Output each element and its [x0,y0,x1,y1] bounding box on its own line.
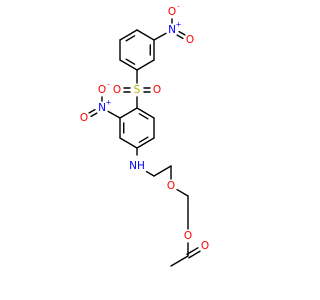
bond-aromatic-7 [125,35,136,42]
atom-label: O [168,6,176,18]
atom-o7: O [165,180,177,192]
atom-n2: N+ [96,99,112,114]
atom-charge: - [107,81,110,89]
atom-o3: O [111,84,123,96]
bond-double-37-b [186,247,199,255]
bond-double-28-b [90,112,98,118]
atom-o8: O [182,230,194,242]
bond-double-37 [188,250,201,259]
bond-aromatic-9 [125,58,136,65]
atom-label: O [153,84,161,96]
atom-label: O [186,34,194,46]
bond-single-10 [136,107,155,119]
bond-single-38 [170,255,189,267]
bond-single-31 [153,165,172,177]
bond-single-4 [136,59,155,71]
atom-s1: S [131,84,143,96]
atom-label: N [98,102,106,114]
atom-o4: O [151,84,163,96]
atom-label: O [98,84,106,96]
atom-charge: + [106,99,112,107]
bond-single-15 [119,107,138,119]
atom-o9: O [199,240,211,252]
atom-backdrop [131,84,143,96]
atom-backdrop [78,112,90,124]
atom-label: NH [129,160,145,172]
bond-single-19 [153,32,167,41]
atom-o5: O- [96,81,110,96]
bond-single-2 [136,29,155,41]
atom-backdrop [166,24,178,36]
atom-label: O [113,84,121,96]
atom-backdrop [151,84,163,96]
atom-backdrop [96,84,108,96]
atom-label: O [184,230,192,242]
atom-backdrop [165,180,177,192]
bond-single-5 [119,59,138,71]
bond-layer [88,18,201,267]
bond-aromatic-17 [138,136,149,143]
atom-nh: NH [129,158,145,174]
atom-backdrop [111,84,123,96]
bond-double-21-b [178,30,186,36]
atom-backdrop [199,240,211,252]
atom-label: O [80,112,88,124]
bond-aromatic-16 [138,113,149,120]
atom-backdrop [166,6,178,18]
atom-o1: O- [166,3,180,18]
atom-n1: N+ [166,21,182,36]
bond-double-21 [176,34,184,40]
atom-charge: + [176,21,182,29]
atom-label: O [167,180,175,192]
bond-single-33 [176,188,189,197]
bond-single-30 [145,170,155,177]
bond-single-26 [107,110,121,119]
bond-double-28 [88,108,96,114]
atom-backdrop [182,230,194,242]
atom-charge: - [177,3,180,11]
atom-backdrop [129,158,145,174]
atom-o2: O [184,34,196,46]
atom-backdrop [96,102,108,114]
atom-label: S [134,84,141,96]
bond-single-12 [136,137,155,149]
bond-single-1 [119,29,138,41]
atom-backdrop [184,34,196,46]
atom-label: N [168,24,176,36]
bond-single-13 [119,137,138,149]
atom-o6: O [78,112,90,124]
atom-label: O [201,240,209,252]
